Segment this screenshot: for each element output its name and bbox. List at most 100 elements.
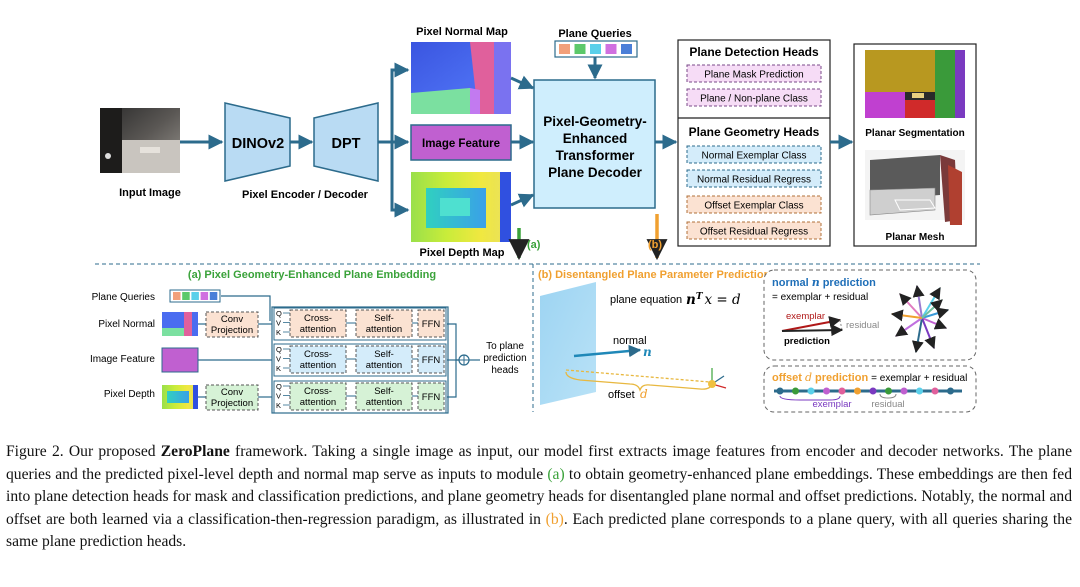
marker-a: (a) (527, 239, 541, 251)
attention-row-frame (273, 307, 447, 341)
exemplar-arrow (890, 309, 923, 322)
exemplar-arrow (921, 299, 943, 319)
geometry-heads-title: Plane Geometry Heads (689, 125, 820, 139)
head-plane-class: Plane / Non-plane Class (700, 94, 808, 105)
qvk-label: Q (276, 309, 282, 318)
zeroplane-figure: Input Image DINOv2 DPT Pixel Encoder / D… (90, 26, 980, 414)
conv-projection-depth (205, 384, 259, 411)
plane-query-token (605, 44, 617, 54)
attention-row-frame (273, 380, 447, 414)
self-attention-block-text: Self- (374, 349, 394, 360)
self-attention-block-text: attention (366, 397, 402, 408)
residual-label: residual (846, 320, 879, 331)
image-feature-label: Image Feature (422, 138, 500, 150)
panel-a-query-token (173, 292, 181, 300)
attention-row-frame (273, 343, 447, 377)
qvk-label: Q (276, 382, 282, 391)
panel-a-output-line-1: To plane (486, 341, 524, 352)
planar-mesh-label: Planar Mesh (886, 232, 945, 243)
normal-map-image (411, 42, 511, 114)
offset-residual-brace (879, 393, 897, 399)
plane-equation-prefix: plane equation (610, 294, 682, 306)
offset-exemplar-brace (779, 395, 841, 401)
caption-lead: Figure 2. Our proposed (6, 443, 161, 460)
exemplar-label: exemplar (786, 311, 825, 322)
exemplar-arrow (895, 317, 923, 337)
panel-a-query-token (182, 292, 190, 300)
cross-attention-block (289, 345, 347, 374)
conv-normal-line-2: Projection (211, 325, 253, 336)
qvk-label: V (276, 319, 281, 328)
panel-a-output-line-3: heads (491, 365, 518, 376)
offset-symbol: d (640, 387, 648, 401)
offset-exemplar-dot (823, 387, 830, 395)
offset-exemplar-label: exemplar (812, 399, 851, 410)
encoder-label: DINOv2 (232, 136, 284, 152)
plane-query-token (574, 44, 586, 54)
offset-exemplar-dot (885, 387, 892, 395)
exemplar-arrow (921, 317, 936, 350)
head-offset-residual: Offset Residual Regress (700, 227, 808, 238)
plane-decoder-line-3: Transformer (556, 148, 636, 163)
offset-exemplar-dot (776, 387, 784, 395)
decoder-label: DPT (332, 136, 361, 152)
self-attention-block (355, 345, 413, 374)
qvk-label: Q (276, 345, 282, 354)
panel-a-query-token (200, 292, 209, 300)
caption-part-2: to obtain geometry-enhanced plane embedd… (6, 465, 1072, 528)
cross-attention-block-text: Cross- (304, 313, 332, 324)
cross-attention-block-text: attention (300, 324, 336, 335)
offset-exemplar-dot (807, 387, 815, 395)
offset-exemplar-dot (854, 387, 861, 395)
offset-exemplar-dot (838, 387, 846, 395)
plane-query-token (559, 44, 570, 54)
offset-exemplar-dot (869, 387, 877, 395)
ffn-block (417, 309, 445, 338)
cross-attention-block-text: Cross- (304, 349, 332, 360)
ffn-block-text: FFN (422, 319, 441, 330)
plane-decoder-line-1: Pixel-Geometry- (543, 114, 647, 129)
offset-exemplar-dot (931, 387, 939, 395)
panel-a-query-token (191, 292, 199, 300)
offset-label: offset (608, 389, 635, 401)
panel-a-query-token (209, 292, 218, 300)
cross-attention-block (289, 382, 347, 411)
encoder-decoder-caption: Pixel Encoder / Decoder (242, 189, 369, 201)
self-attention-block-text: Self- (374, 313, 394, 324)
self-attention-block-text: Self- (374, 386, 394, 397)
ffn-block-text: FFN (422, 355, 441, 366)
cross-attention-block-text: Cross- (304, 386, 332, 397)
head-offset-exemplar: Offset Exemplar Class (704, 201, 803, 212)
ffn-block (417, 382, 445, 411)
origin-axes (708, 368, 727, 389)
planar-segmentation-label: Planar Segmentation (865, 128, 964, 139)
self-attention-block (355, 309, 413, 338)
head-normal-exemplar: Normal Exemplar Class (701, 151, 806, 162)
normal-pred-sub: = exemplar + residual (772, 292, 868, 303)
offset-exemplar-dot (900, 387, 908, 395)
panel-a-title: (a) Pixel Geometry-Enhanced Plane Embedd… (188, 269, 436, 281)
plane-query-token (621, 44, 632, 54)
exemplar-arrow (921, 307, 950, 319)
qvk-label: K (276, 364, 281, 373)
offset-exemplar-dot (947, 387, 954, 395)
self-attention-block-text: attention (366, 324, 402, 335)
head-normal-residual: Normal Residual Regress (697, 175, 811, 186)
depth-map-label: Pixel Depth Map (420, 247, 505, 259)
qvk-label: V (276, 392, 281, 401)
conv-normal-line-1: Conv (221, 314, 243, 325)
plane-query-token (590, 44, 601, 54)
image-feature-box (410, 124, 512, 161)
qvk-label: K (276, 328, 281, 337)
normal-map-label: Pixel Normal Map (416, 26, 508, 38)
input-image (100, 108, 180, 173)
planar-segmentation-image (865, 50, 965, 118)
conv-projection-normal (205, 311, 259, 338)
self-attention-block-text: attention (366, 360, 402, 371)
cross-attention-block-text: attention (300, 360, 336, 371)
panel-a-query-tokens (169, 289, 221, 303)
panel-a-row-pixel-normal: Pixel Normal (98, 319, 155, 330)
panel-a-output-line-2: prediction (483, 353, 526, 364)
figure-caption: Figure 2. Our proposed ZeroPlane framewo… (6, 441, 1072, 554)
